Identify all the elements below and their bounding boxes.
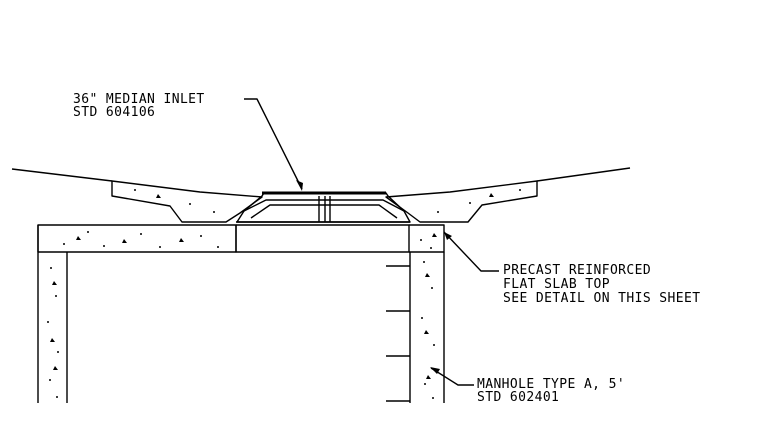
- concrete-aggregate: [159, 246, 161, 248]
- concrete-apron-left: [111, 180, 263, 223]
- concrete-aggregate: [57, 351, 59, 353]
- concrete-aggregate: [424, 383, 426, 385]
- concrete-aggregate: [420, 239, 422, 241]
- concrete-aggregate: [122, 239, 127, 243]
- concrete-aggregate: [55, 295, 57, 297]
- concrete-aggregate: [49, 379, 51, 381]
- concrete-aggregate: [140, 233, 142, 235]
- leader-inlet: [244, 98, 303, 190]
- manhole-label-line2: STD 602401: [477, 390, 560, 405]
- leader-manhole: [430, 367, 474, 386]
- concrete-aggregate: [437, 211, 439, 213]
- slab-label-line3: SEE DETAIL ON THIS SHEET: [503, 291, 701, 306]
- concrete-aggregate: [200, 235, 202, 237]
- arrowhead-manhole: [430, 367, 440, 374]
- concrete-aggregate: [424, 330, 429, 334]
- concrete-aggregate: [179, 238, 184, 242]
- slab-label-line2: FLAT SLAB TOP: [503, 277, 610, 292]
- slab-label-line1: PRECAST REINFORCED: [503, 263, 652, 278]
- concrete-aggregate: [519, 189, 521, 191]
- inlet-grate-outline: [236, 192, 411, 223]
- concrete-aggregate: [103, 245, 105, 247]
- concrete-aggregate: [213, 211, 215, 213]
- ground-line-left: [11, 168, 113, 182]
- concrete-aggregate: [47, 321, 49, 323]
- concrete-aggregate: [53, 366, 58, 370]
- arrowhead-inlet: [296, 180, 303, 191]
- concrete-aggregate: [76, 236, 81, 240]
- manhole-wall-right: [409, 252, 445, 403]
- concrete-aggregate: [430, 247, 432, 249]
- ground-line-right: [536, 167, 631, 182]
- concrete-apron-right: [385, 180, 538, 223]
- concrete-aggregate: [56, 396, 58, 398]
- inlet-label-line2: STD 604106: [73, 105, 156, 120]
- concrete-aggregate: [425, 273, 430, 277]
- manhole-label-line1: MANHOLE TYPE A, 5': [477, 377, 626, 392]
- inlet-label-line1: 36" MEDIAN INLET: [73, 92, 205, 107]
- concrete-aggregate: [50, 267, 52, 269]
- concrete-aggregate: [156, 194, 161, 198]
- concrete-aggregate: [421, 317, 423, 319]
- concrete-aggregate: [134, 189, 136, 191]
- inlet-grate-center-bar: [318, 196, 331, 222]
- concrete-aggregate: [63, 243, 65, 245]
- concrete-aggregate: [87, 231, 89, 233]
- concrete-aggregate: [433, 344, 435, 346]
- concrete-aggregate: [432, 233, 437, 237]
- concrete-aggregate: [423, 261, 425, 263]
- inlet-grate-rib-2: [250, 204, 398, 219]
- concrete-aggregate: [52, 281, 57, 285]
- concrete-aggregate: [432, 397, 434, 399]
- concrete-aggregate: [469, 202, 471, 204]
- inlet-opening: [235, 224, 410, 253]
- arrowhead-slab: [444, 232, 452, 240]
- concrete-aggregate: [189, 203, 191, 205]
- flat-slab-top: [37, 224, 445, 253]
- concrete-aggregate: [431, 287, 433, 289]
- concrete-aggregate: [50, 338, 55, 342]
- manhole-wall-left: [37, 252, 68, 403]
- concrete-aggregate: [489, 193, 494, 197]
- concrete-aggregate: [217, 246, 219, 248]
- concrete-aggregate: [426, 375, 431, 379]
- leader-slab: [443, 231, 499, 272]
